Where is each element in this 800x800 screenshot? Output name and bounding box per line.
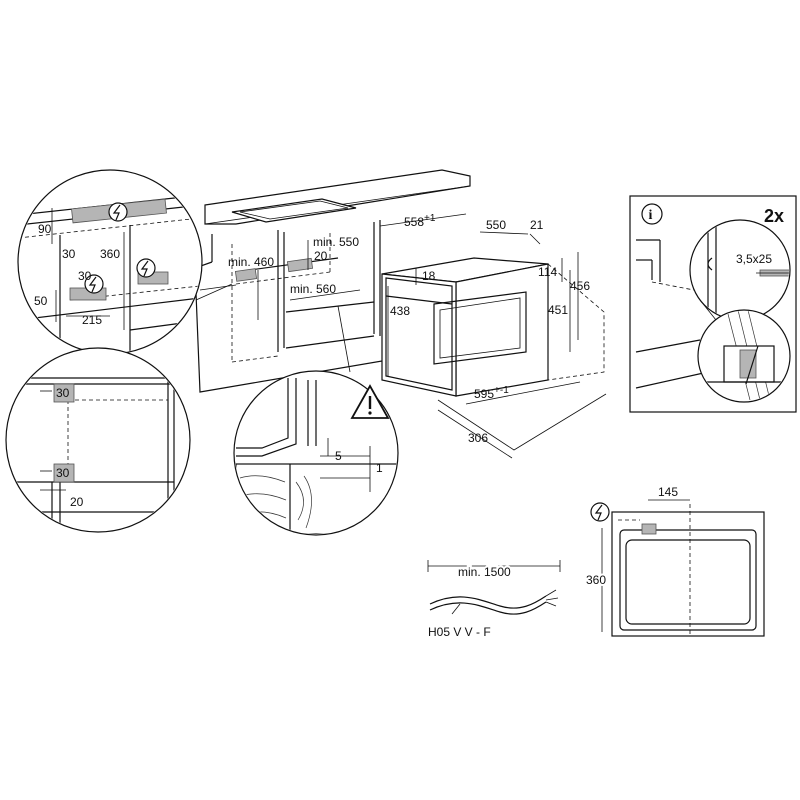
svg-text:i: i <box>649 208 653 223</box>
dim-1: 1 <box>376 461 383 475</box>
cable-type: H05 V V - F <box>428 625 491 639</box>
dim-438: 438 <box>390 304 410 318</box>
dim-451: 451 <box>548 303 568 317</box>
dim-20: 20 <box>314 249 328 263</box>
info-icon: i <box>641 203 663 225</box>
electric-symbol-icon <box>590 502 610 522</box>
power-cable: min. 1500 H05 V V - F <box>427 560 561 639</box>
oven-unit: 558+1 550 21 18 438 114 456 451 595+-1 3… <box>379 213 607 459</box>
dim-550: 550 <box>486 218 506 232</box>
screw-size: 3,5x25 <box>736 252 772 266</box>
shelf-detail-circle: 5 1 <box>233 305 399 536</box>
warning-icon <box>350 384 390 419</box>
dim-50: 50 <box>34 294 48 308</box>
dim-20-side: 20 <box>70 495 84 509</box>
dim-5: 5 <box>335 449 342 463</box>
dim-30-top: 30 <box>62 247 76 261</box>
dim-min-550: min. 550 <box>313 235 359 249</box>
electric-symbol-icon <box>84 274 104 294</box>
info-count: 2x <box>764 206 784 226</box>
dim-min-460: min. 460 <box>228 255 274 269</box>
socket-position: 145 360 <box>584 485 765 637</box>
electric-symbol-icon <box>136 258 156 278</box>
kitchen-cabinet: min. 550 min. 460 20 min. 560 <box>194 169 471 393</box>
dim-306: 306 <box>468 431 488 445</box>
info-panel: i 2x 3,5x25 <box>629 195 797 413</box>
dim-min-560: min. 560 <box>290 282 336 296</box>
dim-90: 90 <box>38 222 52 236</box>
dim-558: 558+1 <box>404 213 436 229</box>
cable-length: min. 1500 <box>458 565 511 579</box>
dim-456: 456 <box>570 279 590 293</box>
dim-360: 360 <box>100 247 120 261</box>
side-clearance-circle: 30 30 20 <box>5 347 191 533</box>
dim-30-side-bottom: 30 <box>56 466 70 480</box>
socket-detail-circle: 90 30 360 30 50 215 <box>17 169 233 355</box>
dim-30-side-top: 30 <box>56 386 70 400</box>
dim-215: 215 <box>82 313 102 327</box>
dim-30-mid: 30 <box>78 269 92 283</box>
dim-145: 145 <box>658 485 678 499</box>
dim-21: 21 <box>530 218 544 232</box>
dim-360-socket: 360 <box>586 573 606 587</box>
dim-595: 595+-1 <box>474 385 509 401</box>
electric-symbol-icon <box>108 202 128 222</box>
dim-114: 114 <box>538 265 557 279</box>
dim-18: 18 <box>422 269 436 283</box>
